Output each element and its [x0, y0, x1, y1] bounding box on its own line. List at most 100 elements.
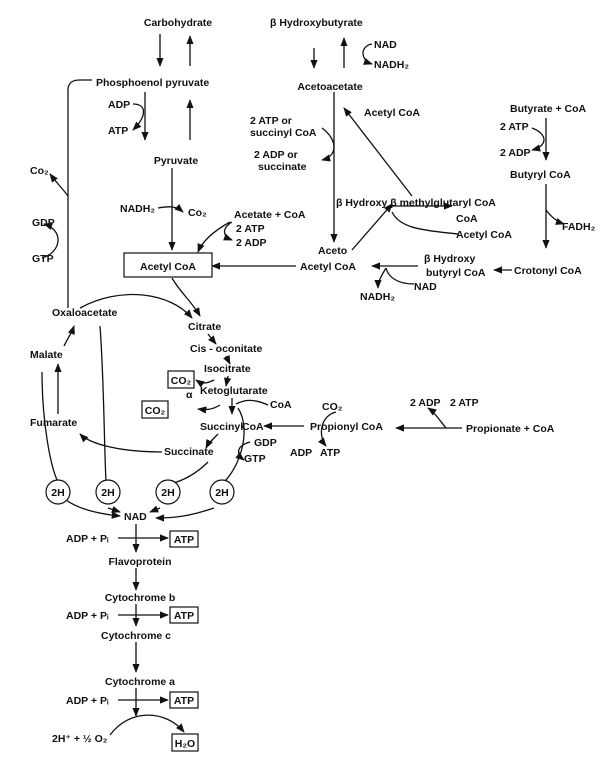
- label-cis-aconitate: Cis - oconitate: [190, 343, 263, 355]
- label-nad-bhb: NAD: [374, 39, 397, 51]
- label-gdp-scs: GDP: [254, 437, 277, 449]
- label-alpha: α: [186, 389, 193, 401]
- label-butyrate-coa: Butyrate + CoA: [510, 103, 587, 115]
- acetyl-coa-box: [123, 252, 213, 278]
- label-oxaloacetate: Oxaloacetate: [52, 307, 118, 319]
- water-box: [171, 733, 199, 752]
- line-2h-3: [169, 461, 209, 485]
- arrow-isocitrate-to-ketoglutarate: [224, 375, 232, 387]
- label-2adp-or: 2 ADP or: [254, 149, 298, 161]
- label-2atp-acs: 2 ATP: [236, 223, 265, 235]
- label-nadh2-bhb: NADH₂: [374, 59, 409, 71]
- label-cytochrome-c: Cytochrome c: [101, 630, 171, 642]
- label-proton-oxygen: 2H⁺ + ½ O₂: [52, 733, 108, 745]
- label-succinyl-coa-or: succinyl CoA: [250, 127, 317, 139]
- label-acetyl-coa-hmg: Acetyl CoA: [456, 229, 512, 241]
- arrow-fadh2: [545, 209, 565, 225]
- label-acetyl-coa-aa: Acetyl CoA: [300, 261, 356, 273]
- label-acetate-coa: Acetate + CoA: [234, 209, 306, 221]
- arrow-succinyl-to-succinate: [205, 433, 219, 449]
- line-2h-1: [41, 371, 59, 483]
- pathway-arrows: [41, 34, 565, 736]
- label-ketoglutarate: Ketoglutarate: [200, 385, 268, 397]
- label-atp-box-2: ATP: [174, 610, 194, 622]
- label-co2-ppc: CO₂: [322, 401, 343, 413]
- label-water: H₂O: [175, 738, 195, 750]
- label-succinate-or: succinate: [258, 161, 307, 173]
- label-carbohydrate: Carbohydrate: [144, 17, 212, 29]
- arrow-prop-atp: [427, 407, 447, 429]
- circle-2h-4: [209, 479, 235, 505]
- label-b-hydroxybutyrate: β Hydroxybutyrate: [270, 17, 363, 29]
- label-adp-pi-3: ADP + Pᵢ: [66, 695, 109, 707]
- label-propionyl-coa: Propionyl CoA: [310, 421, 383, 433]
- label-atp-box-3: ATP: [174, 695, 194, 707]
- atp-box-3: [169, 691, 199, 709]
- arrow-2h-4-to-nad: [155, 507, 215, 522]
- hydrogen-circles: [45, 479, 235, 505]
- arrow-butyrate-atp: [531, 127, 545, 152]
- label-nadh2-pdh: NADH₂: [120, 203, 155, 215]
- arrow-pepck-gtp: [41, 222, 59, 259]
- circle-2h-1: [45, 479, 71, 505]
- label-fadh2: FADH₂: [562, 221, 596, 233]
- circle-2h-3: [155, 479, 181, 505]
- label-coa-akg: CoA: [270, 399, 292, 411]
- label-propionate-coa: Propionate + CoA: [466, 423, 555, 435]
- arrow-pepck-co2: [49, 173, 69, 197]
- label-isocitrate: Isocitrate: [204, 363, 251, 375]
- label-co2-pdh: Co₂: [188, 207, 207, 219]
- label-co2-box-2: CO₂: [145, 405, 166, 417]
- arrow-bh-cofactor: [385, 267, 415, 285]
- co2-box-2: [141, 400, 169, 419]
- arrow-acetate-to-acetyl-coa: [197, 221, 231, 253]
- label-nadh2-bh: NADH₂: [360, 291, 395, 303]
- label-2atp-prop: 2 ATP: [450, 397, 479, 409]
- label-malate: Malate: [30, 349, 63, 361]
- label-adp-pk: ADP: [108, 99, 130, 111]
- label-flavoprotein: Flavoprotein: [108, 556, 171, 568]
- label-2h-4: 2H: [215, 487, 228, 499]
- line-2h-4: [221, 407, 245, 485]
- arrow-succinyl-transfer: [321, 127, 335, 162]
- labels: Carbohydrate Phosphoenol pyruvate ADP AT…: [30, 17, 596, 750]
- atp-box-2: [169, 606, 199, 624]
- label-co2-pepck: Co₂: [30, 165, 49, 177]
- arrow-acetyl-to-hmg: [391, 211, 459, 235]
- arrow-bhb-cofactor: [362, 43, 373, 65]
- label-2h-1: 2H: [51, 487, 64, 499]
- circle-2h-2: [95, 479, 121, 505]
- label-adp-pi-1: ADP + Pᵢ: [66, 533, 109, 545]
- label-coa-hmg: CoA: [456, 213, 478, 225]
- label-adp-ppc: ADP: [290, 447, 312, 459]
- label-gtp-scs: GTP: [244, 453, 266, 465]
- label-atp-ppc: ATP: [320, 447, 340, 459]
- label-nad-bh: NAD: [414, 281, 437, 293]
- atp-box-1: [169, 530, 199, 548]
- label-nad: NAD: [124, 511, 147, 523]
- label-cytochrome-b: Cytochrome b: [105, 592, 176, 604]
- label-acetyl-coa-top: Acetyl CoA: [364, 107, 420, 119]
- arrow-bh-cofactor-nadh2: [374, 267, 387, 289]
- label-aceto: Aceto: [318, 245, 347, 257]
- boxes: [123, 252, 213, 752]
- label-b-hydroxy: β Hydroxy: [424, 253, 476, 265]
- arrow-oxaloacetate-to-citrate: [79, 293, 193, 319]
- arrow-idh-co2: [195, 379, 215, 388]
- arrow-citrate-to-cis-aconitate: [207, 333, 217, 345]
- label-butyryl-coa-bh: butyryl CoA: [426, 267, 486, 279]
- label-acetoacetate: Acetoacetate: [297, 81, 363, 93]
- label-2adp-but: 2 ADP: [500, 147, 531, 159]
- label-2h-2: 2H: [101, 487, 114, 499]
- arrow-succinate-to-fumarate: [79, 433, 163, 453]
- label-2adp-acs: 2 ADP: [236, 237, 267, 249]
- label-acetyl-coa: Acetyl CoA: [140, 261, 196, 273]
- label-gdp-pepck: GDP: [32, 217, 55, 229]
- label-cytochrome-a: Cytochrome a: [105, 676, 175, 688]
- arrow-pyruvate-kinase-cofactor: [132, 103, 145, 131]
- label-succinyl: Succinyl: [200, 421, 243, 433]
- arrow-malate-to-oxaloacetate: [63, 325, 75, 347]
- label-coa-succinyl: CoA: [242, 421, 264, 433]
- label-crotonyl-coa: Crotonyl CoA: [514, 265, 582, 277]
